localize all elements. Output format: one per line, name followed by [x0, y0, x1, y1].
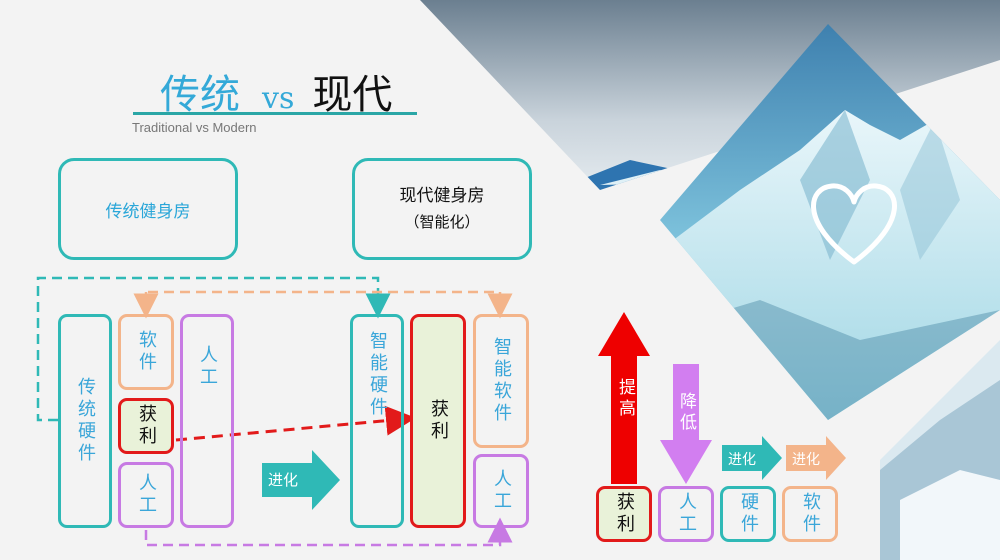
right-hardware-box: 硬件 [720, 486, 776, 542]
evolve-arrow-label: 进化 [268, 469, 298, 490]
labor-tall-box: 人工 [180, 314, 234, 528]
traditional-hardware-label: 传统硬件 [72, 377, 98, 465]
evolve-small-label-1: 进化 [728, 449, 756, 469]
traditional-hardware-box: 传统硬件 [58, 314, 112, 528]
smart-software-label: 智能软件 [488, 337, 514, 425]
modern-labor-label: 人工 [488, 469, 514, 513]
right-labor-box: 人工 [658, 486, 714, 542]
modern-gym-label: 现代健身房 [400, 183, 485, 209]
right-profit-label: 获利 [611, 492, 637, 536]
smart-hardware-box: 智能硬件 [350, 314, 404, 528]
traditional-gym-box: 传统健身房 [58, 158, 238, 260]
modern-profit-box: 获利 [410, 314, 466, 528]
right-labor-label: 人工 [673, 492, 699, 536]
orange-dashed-connector [146, 292, 500, 306]
smart-hardware-label: 智能硬件 [364, 331, 390, 419]
modern-gym-sublabel: （智能化） [404, 209, 479, 235]
modern-gym-box: 现代健身房 （智能化） [352, 158, 532, 260]
raise-label: 提高 [613, 378, 638, 420]
evolve-small-label-2: 进化 [792, 449, 820, 469]
modern-profit-label: 获利 [425, 399, 451, 443]
purple-dashed-connector [146, 530, 500, 545]
labor-small-box: 人工 [118, 462, 174, 528]
software-box: 软件 [118, 314, 174, 390]
software-label: 软件 [133, 330, 159, 374]
right-software-label: 软件 [797, 492, 823, 536]
modern-labor-box: 人工 [473, 454, 529, 528]
profit-box: 获利 [118, 398, 174, 454]
right-hardware-label: 硬件 [735, 492, 761, 536]
profit-label: 获利 [133, 404, 159, 448]
traditional-gym-label: 传统健身房 [106, 197, 191, 222]
labor-small-label: 人工 [133, 473, 159, 517]
labor-tall-label: 人工 [194, 345, 220, 389]
lower-label: 降低 [674, 392, 699, 434]
right-profit-box: 获利 [596, 486, 652, 542]
right-software-box: 软件 [782, 486, 838, 542]
smart-software-box: 智能软件 [473, 314, 529, 448]
